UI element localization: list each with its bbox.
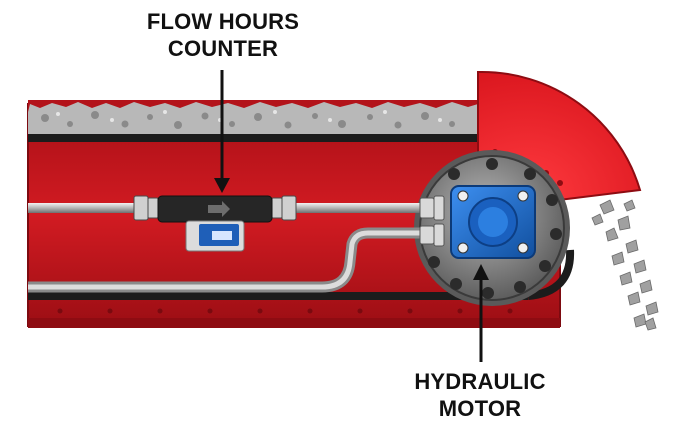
flow-label-line1: FLOW HOURS [146, 9, 300, 34]
hydraulic-motor-label: HYDRAULIC MOTOR [395, 368, 565, 422]
gravel-falling [591, 199, 659, 331]
gravel-top [28, 102, 478, 134]
motor-housing [414, 150, 570, 306]
callout-arrows [214, 70, 489, 362]
flow-hours-counter-label: FLOW HOURS COUNTER [118, 8, 328, 62]
hydraulic-lines [28, 195, 445, 293]
motor-label-line2: MOTOR [438, 396, 522, 421]
motor-label-line1: HYDRAULIC [414, 369, 546, 394]
flow-label-line2: COUNTER [167, 36, 279, 61]
flow-meter [133, 195, 297, 252]
